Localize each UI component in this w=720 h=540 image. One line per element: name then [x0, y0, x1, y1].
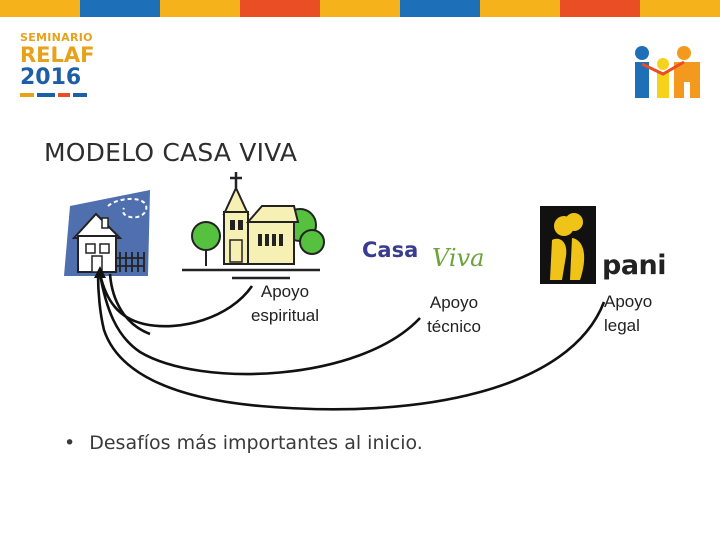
- bullet-point: • Desafíos más importantes al inicio.: [64, 432, 423, 454]
- pani-logo-icon: pani: [540, 206, 668, 288]
- casa-viva-logo-part2: Viva: [432, 244, 484, 272]
- pani-logo-text: pani: [602, 250, 666, 281]
- casa-viva-logo-part1: Casa: [362, 238, 418, 262]
- church-icon: [182, 172, 324, 278]
- label-apoyo-tecnico: Apoyo técnico: [414, 291, 494, 339]
- label-line: Apoyo: [604, 290, 670, 314]
- support-arrows: [98, 274, 604, 409]
- label-line: espiritual: [240, 304, 330, 328]
- label-apoyo-legal: Apoyo legal: [604, 290, 670, 338]
- label-apoyo-espiritual: Apoyo espiritual: [240, 280, 330, 328]
- house-icon: [64, 190, 150, 276]
- casa-viva-logo: Casa Viva: [362, 234, 502, 274]
- bullet-marker: •: [64, 432, 75, 454]
- arrow-legal: [98, 274, 604, 409]
- label-line: legal: [604, 314, 670, 338]
- arrow-espiritual: [100, 274, 252, 326]
- label-line: Apoyo: [414, 291, 494, 315]
- label-line: Apoyo: [240, 280, 330, 304]
- label-line: técnico: [414, 315, 494, 339]
- bullet-text: Desafíos más importantes al inicio.: [89, 432, 423, 454]
